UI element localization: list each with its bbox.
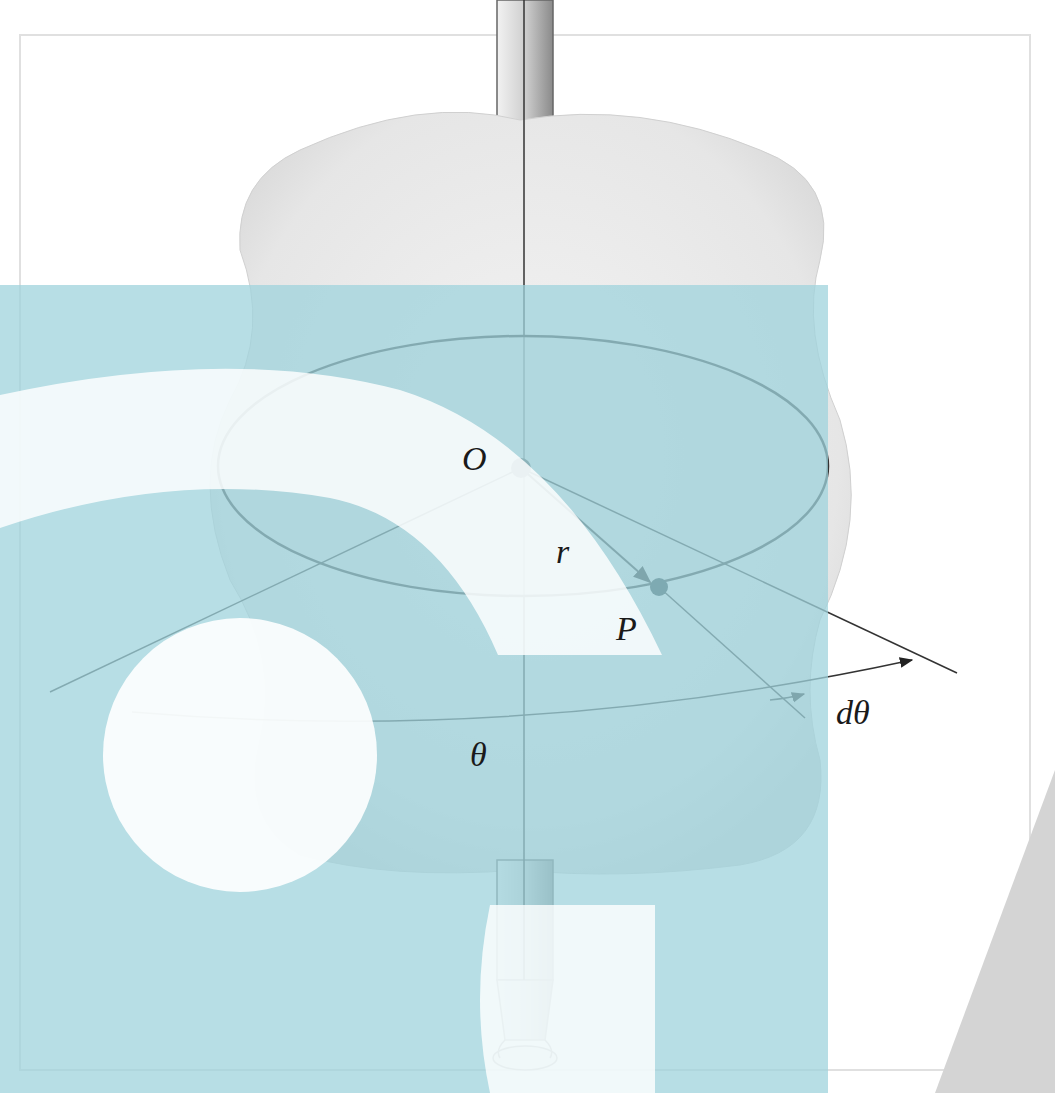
math-label: dθ [836,696,870,730]
math-label: θ [470,738,487,772]
math-label: P [616,612,637,646]
math-label: r [556,535,569,569]
math-label: O [462,442,487,476]
